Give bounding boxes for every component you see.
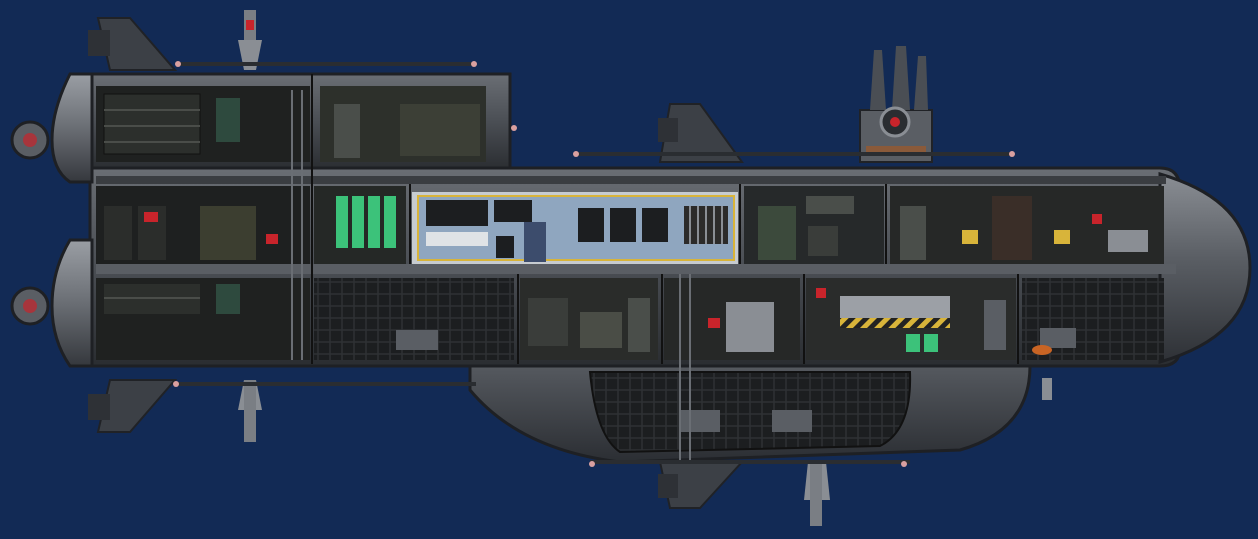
crew-locker-2[interactable] — [610, 208, 636, 242]
belly-vent — [1042, 378, 1052, 400]
medbay-cabinet — [200, 206, 256, 260]
command-console[interactable] — [426, 232, 488, 246]
engineering-generator[interactable] — [528, 298, 568, 346]
brig-bars — [689, 206, 723, 244]
hazard-stripe — [840, 318, 950, 328]
reactor-pipes — [992, 196, 1032, 260]
belly-pump-right — [772, 410, 812, 432]
junction-box[interactable] — [984, 300, 1006, 350]
fire-extinguisher[interactable] — [1032, 345, 1052, 355]
oxygen-tank-icon — [384, 196, 396, 248]
aft-upper-locker — [400, 104, 480, 156]
airlock-hatch[interactable] — [726, 302, 774, 352]
top-left-fin — [88, 17, 178, 71]
alarm-box-icon — [708, 318, 720, 328]
engineering-door[interactable] — [628, 298, 650, 352]
bottom-mid-fin — [658, 461, 745, 509]
reactor-control-panel[interactable] — [1108, 230, 1148, 252]
battery-bank[interactable] — [840, 296, 950, 318]
weapons-cabinet[interactable] — [758, 206, 796, 260]
loader-mechanism[interactable] — [808, 226, 838, 256]
radiation-warning-icon — [962, 230, 978, 244]
aft-upper-storage-racks — [103, 93, 240, 155]
bottom-left-fin — [88, 379, 178, 433]
radiation-warning-icon — [1054, 230, 1070, 244]
exterior-rails — [173, 61, 1015, 467]
oxygen-tank-icon — [336, 196, 348, 248]
belly-pump-left — [680, 410, 720, 432]
charge-indicator — [924, 334, 938, 352]
top-turret — [859, 46, 933, 163]
engine-pod-upper — [10, 72, 94, 184]
top-mid-fin — [658, 103, 744, 163]
oxygen-tank-icon — [368, 196, 380, 248]
deck-divider — [96, 264, 1176, 274]
aft-upper-door — [334, 104, 360, 158]
nav-terminal[interactable] — [496, 236, 514, 258]
top-left-antenna — [238, 10, 262, 70]
bulkhead-lines — [311, 74, 1019, 364]
bottom-antenna — [804, 462, 830, 526]
medbay-locker-1 — [104, 206, 132, 260]
crew-locker-3[interactable] — [642, 208, 668, 242]
alarm-box-icon — [266, 234, 278, 244]
lower-belly-compartment — [588, 371, 912, 454]
bottom-left-antenna — [238, 380, 262, 442]
crew-locker-1[interactable] — [578, 208, 604, 242]
storage-drawers[interactable] — [524, 222, 546, 262]
engine-pod-lower — [10, 238, 94, 368]
sonar-monitor[interactable] — [426, 200, 488, 226]
reactor-door[interactable] — [900, 206, 926, 260]
ballast-pump-bow[interactable] — [1040, 328, 1076, 348]
alarm-box-icon — [1092, 214, 1102, 224]
upper-deck-ceiling — [96, 176, 1166, 184]
bow-dome — [1158, 172, 1252, 364]
ballast-pump-aft[interactable] — [396, 330, 438, 350]
nav-monitor[interactable] — [494, 200, 532, 222]
weapons-console[interactable] — [806, 196, 854, 214]
oxygen-tank-icon — [352, 196, 364, 248]
aft-lower-cabinet — [216, 284, 240, 314]
charge-indicator — [906, 334, 920, 352]
medkit-icon — [144, 212, 158, 222]
engineering-fabricator[interactable] — [580, 312, 622, 348]
alarm-box-icon — [816, 288, 826, 298]
ladders — [291, 90, 691, 460]
